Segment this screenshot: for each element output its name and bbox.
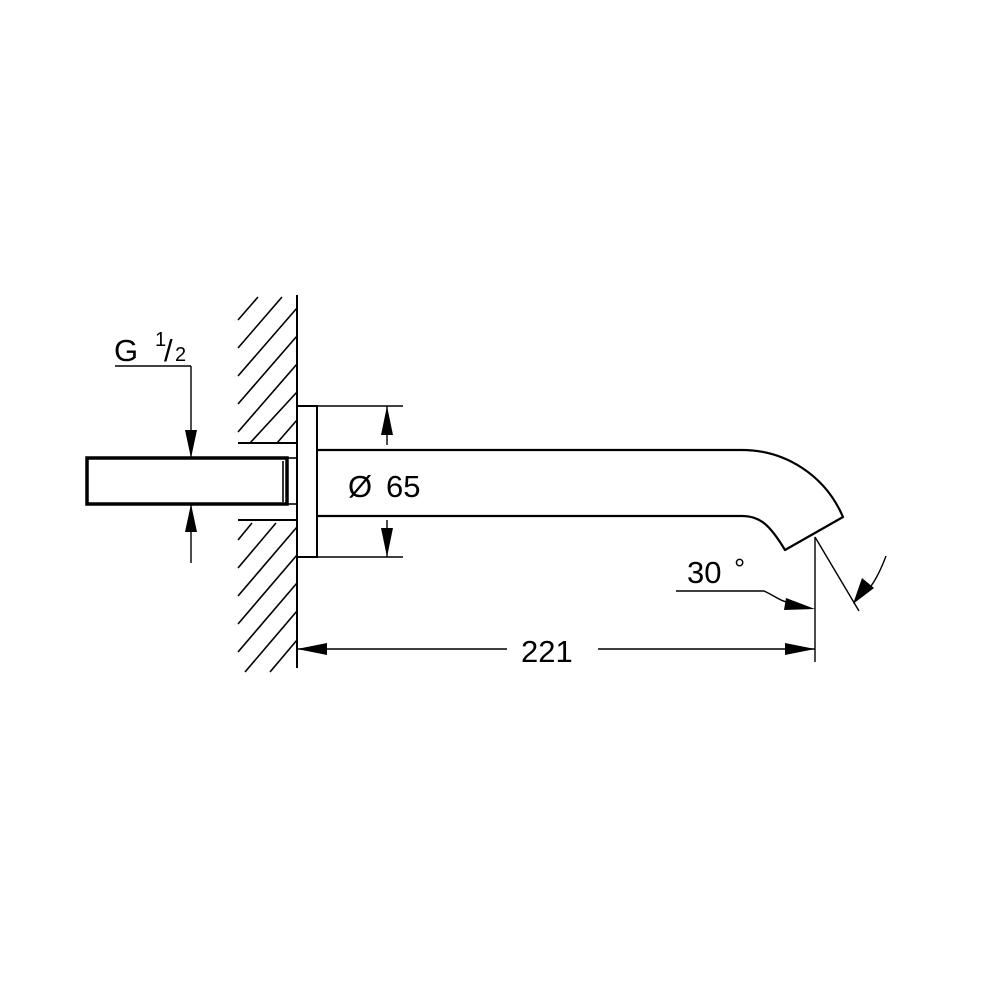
wall-hatch-lower xyxy=(237,522,298,673)
thread-dimension xyxy=(115,365,197,563)
angle-value: 30 xyxy=(687,555,721,590)
thread-label-numerator: 1 xyxy=(155,329,166,351)
angle-dimension xyxy=(676,536,887,612)
length-dimension xyxy=(297,537,816,662)
spout-body xyxy=(317,448,845,552)
wall-hatch-upper xyxy=(237,296,298,444)
angle-unit: ° xyxy=(734,553,745,584)
wall-bore xyxy=(238,442,297,521)
diameter-symbol: Ø xyxy=(348,469,372,504)
length-value: 221 xyxy=(521,634,573,669)
diameter-dimension xyxy=(317,405,403,558)
thread-label-slash: / xyxy=(164,333,173,368)
thread-label-denominator: 2 xyxy=(175,344,186,366)
diameter-value: 65 xyxy=(386,469,420,504)
thread-label-prefix: G xyxy=(114,333,138,368)
rosette xyxy=(296,405,318,558)
threaded-connector xyxy=(85,456,297,506)
